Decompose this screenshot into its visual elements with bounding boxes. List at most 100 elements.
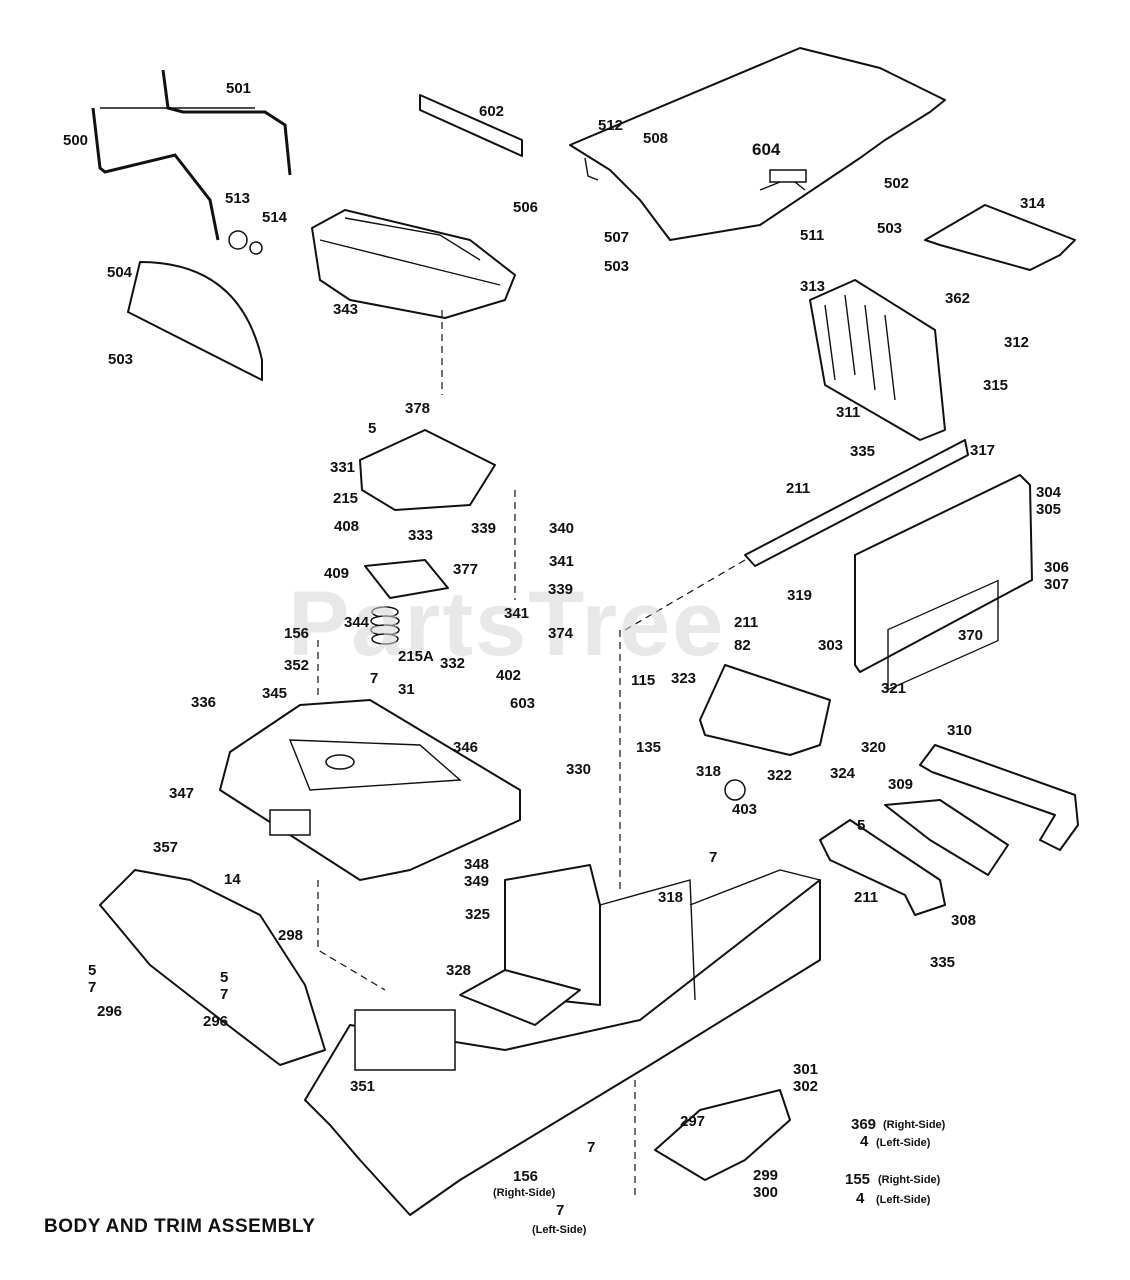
callout-336: 336 [191, 694, 216, 711]
callout-82: 82 [734, 637, 751, 654]
rail-317-part [744, 439, 969, 567]
callout-503b: 503 [604, 258, 629, 275]
callout-332: 332 [440, 655, 465, 672]
callout-340: 340 [549, 520, 574, 537]
callout-343: 343 [333, 301, 358, 318]
callout-344: 344 [344, 614, 370, 631]
callout-318b: 318 [658, 889, 683, 906]
callout-318a: 318 [696, 763, 721, 780]
callout-302: 302 [793, 1078, 818, 1095]
callout-211a: 211 [786, 480, 810, 497]
callout-215A: 215A [398, 648, 434, 665]
callout-215: 215 [333, 490, 358, 507]
callout-503c: 503 [877, 220, 902, 237]
callout-323: 323 [671, 670, 696, 687]
main-frame-part [304, 864, 821, 1216]
callout-315: 315 [983, 377, 1008, 394]
grab-handle-part [91, 69, 292, 241]
callout-403: 403 [732, 801, 757, 818]
callout-7d: 7 [220, 986, 228, 1003]
hood-part [569, 47, 946, 241]
callout-507: 507 [604, 229, 629, 246]
callout-7b: 7 [709, 849, 717, 866]
callout-335a: 335 [850, 443, 875, 460]
callout-5c: 5 [88, 962, 96, 979]
note-right-side-156: (Right-Side) [493, 1187, 556, 1199]
callout-333: 333 [408, 527, 433, 544]
callout-604: 604 [752, 140, 781, 159]
callout-603: 603 [510, 695, 535, 712]
callout-211b: 211 [734, 614, 758, 631]
callout-409: 409 [324, 565, 349, 582]
callout-5d: 5 [220, 969, 228, 986]
callout-115: 115 [631, 672, 655, 689]
callout-339a: 339 [471, 520, 496, 537]
callout-377: 377 [453, 561, 478, 578]
callout-322: 322 [767, 767, 792, 784]
callout-296a: 296 [97, 1003, 122, 1020]
pad-602-part [419, 94, 523, 157]
callout-7c: 7 [88, 979, 96, 996]
watermark: PartsTree [288, 573, 725, 675]
callout-156a: 156 [284, 625, 309, 642]
callout-500: 500 [63, 132, 88, 149]
callout-352: 352 [284, 657, 309, 674]
callout-512: 512 [598, 117, 623, 134]
callout-408: 408 [334, 518, 359, 535]
callout-349: 349 [464, 873, 489, 890]
side-panel-298-part [99, 869, 326, 1066]
seat-part [311, 209, 516, 319]
note-left-side-7: (Left-Side) [532, 1224, 587, 1236]
bracket-308-part [819, 819, 946, 916]
callout-511: 511 [800, 227, 824, 244]
callout-4a: 4 [860, 1133, 869, 1150]
callout-317: 317 [970, 442, 995, 459]
callout-211c: 211 [854, 889, 878, 906]
callout-501: 501 [226, 80, 251, 97]
note-right-side-155: (Right-Side) [878, 1174, 941, 1186]
callout-5a: 5 [368, 420, 376, 437]
note-left-side-4b: (Left-Side) [876, 1194, 931, 1206]
callout-320: 320 [861, 739, 886, 756]
panel-504-part [127, 261, 263, 381]
callout-321: 321 [881, 680, 906, 697]
callout-7a: 7 [370, 670, 378, 687]
bracket-309-part [884, 799, 1009, 876]
callout-5b: 5 [857, 817, 865, 834]
callout-31: 31 [398, 681, 415, 698]
callout-304: 304 [1036, 484, 1062, 501]
bracket-314-part [924, 204, 1076, 271]
diagram-title: BODY AND TRIM ASSEMBLY [44, 1216, 316, 1237]
callout-325: 325 [465, 906, 490, 923]
callout-341b: 341 [504, 605, 529, 622]
callout-311: 311 [836, 404, 860, 421]
callout-296b: 296 [203, 1013, 228, 1030]
callout-328: 328 [446, 962, 471, 979]
callout-297: 297 [680, 1113, 705, 1130]
knob-403-part [724, 779, 746, 801]
callout-156b: 156 [513, 1168, 538, 1185]
callout-309: 309 [888, 776, 913, 793]
callout-351: 351 [350, 1078, 375, 1095]
footrest-299-part [654, 1089, 791, 1181]
callout-357: 357 [153, 839, 178, 856]
callout-503a: 503 [108, 351, 133, 368]
bumper-310-part [919, 744, 1079, 851]
seat-pan-part [359, 429, 496, 511]
callout-306: 306 [1044, 559, 1069, 576]
callout-513: 513 [225, 190, 250, 207]
callout-331: 331 [330, 459, 355, 476]
callout-299: 299 [753, 1167, 778, 1184]
callout-319: 319 [787, 587, 812, 604]
callout-310: 310 [947, 722, 972, 739]
note-left-side-4a: (Left-Side) [876, 1137, 931, 1149]
bushing-513-part [228, 230, 248, 250]
callout-7e: 7 [587, 1139, 595, 1156]
box-328-part [459, 969, 581, 1026]
callout-330: 330 [566, 761, 591, 778]
callout-370: 370 [958, 627, 983, 644]
callout-502: 502 [884, 175, 909, 192]
callout-514: 514 [262, 209, 288, 226]
callout-313: 313 [800, 278, 825, 295]
